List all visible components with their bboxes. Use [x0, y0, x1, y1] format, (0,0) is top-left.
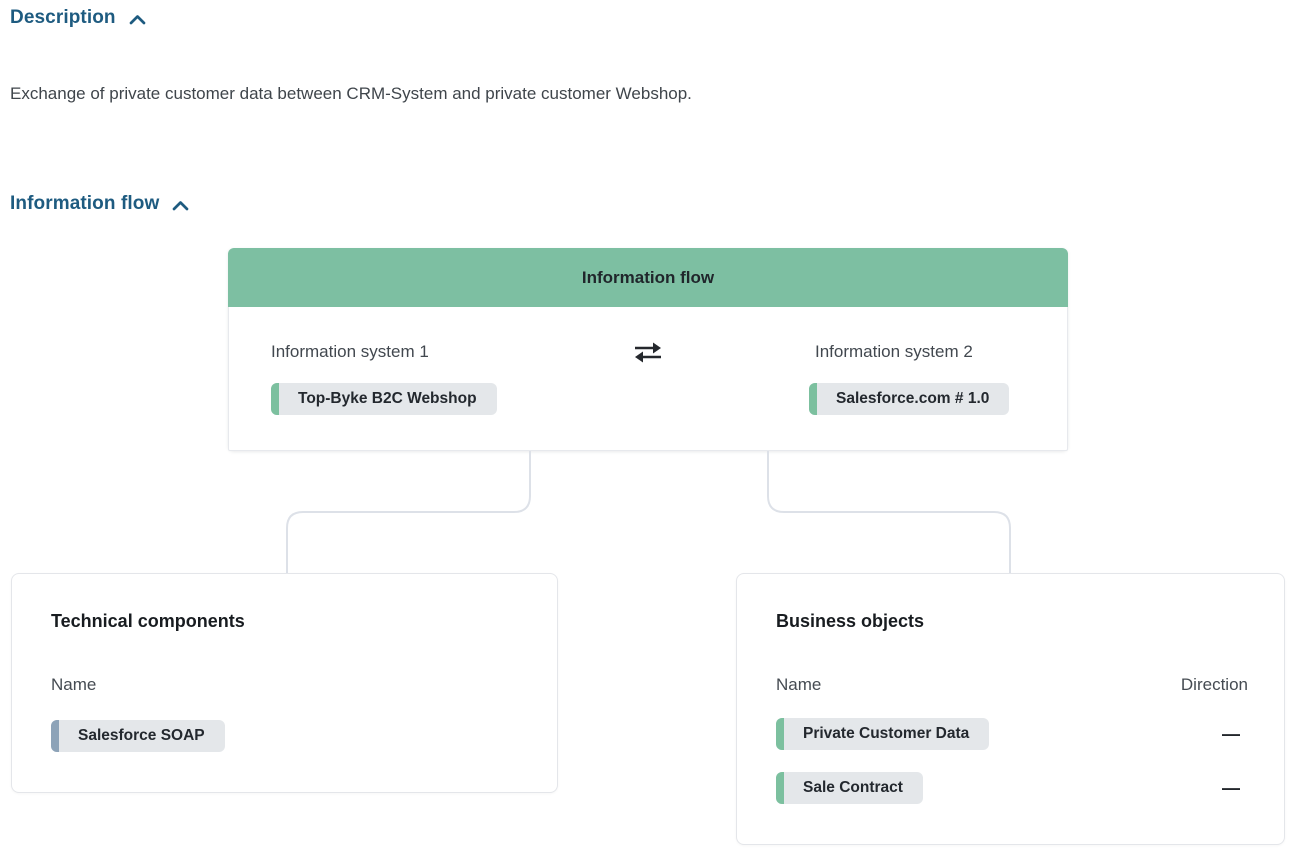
information-system-2-tag[interactable]: Salesforce.com # 1.0: [809, 383, 1010, 415]
information-system-1-label: Information system 1: [271, 342, 429, 361]
business-objects-header-row: Name Direction: [776, 675, 1248, 695]
technical-components-card: Technical components Name Salesforce SOA…: [11, 573, 558, 793]
connector-lines: [286, 451, 1011, 574]
tag-accent-bar: [776, 772, 784, 804]
description-section-toggle[interactable]: Description: [10, 7, 146, 29]
tag-label: Sale Contract: [803, 779, 903, 796]
information-system-2-label: Information system 2: [815, 342, 973, 361]
description-text: Exchange of private customer data betwee…: [10, 84, 692, 103]
tag-accent-bar: [809, 383, 817, 415]
information-flow-section-title: Information flow: [10, 193, 160, 214]
table-row: Sale Contract —: [776, 772, 1248, 804]
tag-label: Private Customer Data: [803, 725, 970, 742]
tag-accent-bar: [776, 718, 784, 750]
information-system-2: Information system 2 Salesforce.com # 1.…: [809, 342, 1010, 420]
tag-accent-bar: [271, 383, 279, 415]
name-column-header: Name: [51, 675, 97, 694]
information-system-1-tag[interactable]: Top-Byke B2C Webshop: [271, 383, 497, 415]
description-section-title: Description: [10, 7, 116, 28]
bidirectional-arrow-icon: [635, 342, 661, 363]
name-column-header: Name: [776, 675, 822, 694]
chevron-up-icon: [129, 15, 145, 25]
table-row: Salesforce SOAP: [51, 720, 225, 757]
table-row: Private Customer Data —: [776, 718, 1248, 750]
tag-label: Salesforce.com # 1.0: [836, 390, 990, 407]
direction-value: —: [1222, 777, 1240, 798]
tag-label: Salesforce SOAP: [78, 727, 205, 744]
tag-label: Top-Byke B2C Webshop: [298, 390, 477, 407]
direction-value: —: [1222, 723, 1240, 744]
information-flow-card: Information flow Information system 1 To…: [228, 248, 1068, 451]
flow-direction: [229, 339, 1067, 366]
tag-accent-bar: [51, 720, 59, 752]
technical-components-title: Technical components: [51, 611, 245, 631]
business-objects-title: Business objects: [776, 611, 925, 631]
flow-card-header: Information flow: [228, 248, 1068, 307]
business-object-tag[interactable]: Sale Contract: [776, 772, 923, 804]
information-flow-section-toggle[interactable]: Information flow: [10, 193, 189, 215]
business-objects-card: Business objects Name Direction Private …: [736, 573, 1285, 845]
technical-component-tag[interactable]: Salesforce SOAP: [51, 720, 225, 752]
flow-card-body: Information system 1 Top-Byke B2C Websho…: [228, 307, 1068, 451]
business-object-tag[interactable]: Private Customer Data: [776, 718, 990, 750]
chevron-up-icon: [173, 201, 189, 211]
information-system-1: Information system 1 Top-Byke B2C Websho…: [271, 342, 497, 420]
direction-column-header: Direction: [1180, 675, 1248, 694]
